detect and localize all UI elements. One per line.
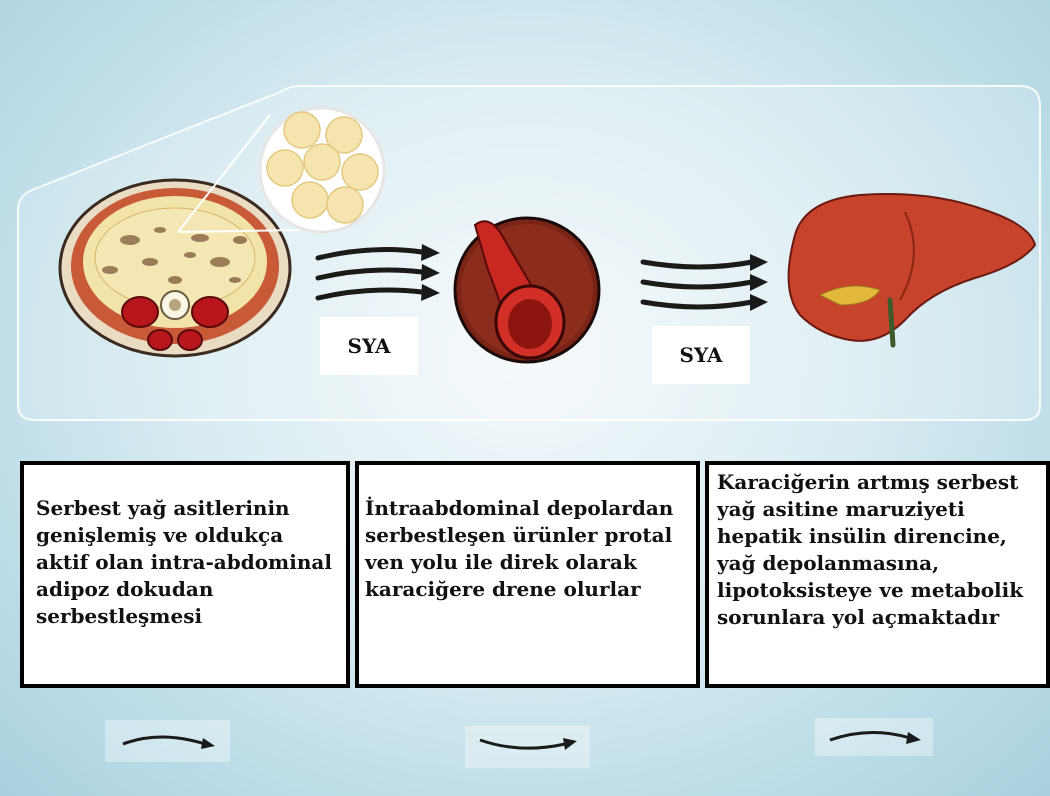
caption-portal-vein-text: İntraabdominal depolardan serbestleşen ü… xyxy=(365,495,690,603)
curved-arrow-icon xyxy=(465,726,590,768)
abdomen-cross-section-icon xyxy=(60,180,290,356)
curved-arrow-icon xyxy=(105,720,230,762)
sya-label-first: SYA xyxy=(320,317,418,375)
curved-arrow-icon xyxy=(815,718,933,756)
bottom-arrow-middle xyxy=(465,726,590,768)
bottom-arrow-left xyxy=(105,720,230,762)
sya-label-first-text: SYA xyxy=(348,334,391,358)
caption-portal-vein: İntraabdominal depolardan serbestleşen ü… xyxy=(355,461,700,688)
sya-label-second: SYA xyxy=(652,326,750,384)
caption-adipose: Serbest yağ asitlerinin genişlemiş ve ol… xyxy=(20,461,350,688)
sya-label-second-text: SYA xyxy=(680,343,723,367)
caption-adipose-text: Serbest yağ asitlerinin genişlemiş ve ol… xyxy=(36,495,336,630)
portal-vein-icon xyxy=(455,218,599,362)
bottom-arrow-right xyxy=(815,718,933,756)
caption-liver: Karaciğerin artmış serbest yağ asitine m… xyxy=(705,461,1050,688)
caption-liver-text: Karaciğerin artmış serbest yağ asitine m… xyxy=(717,469,1042,631)
